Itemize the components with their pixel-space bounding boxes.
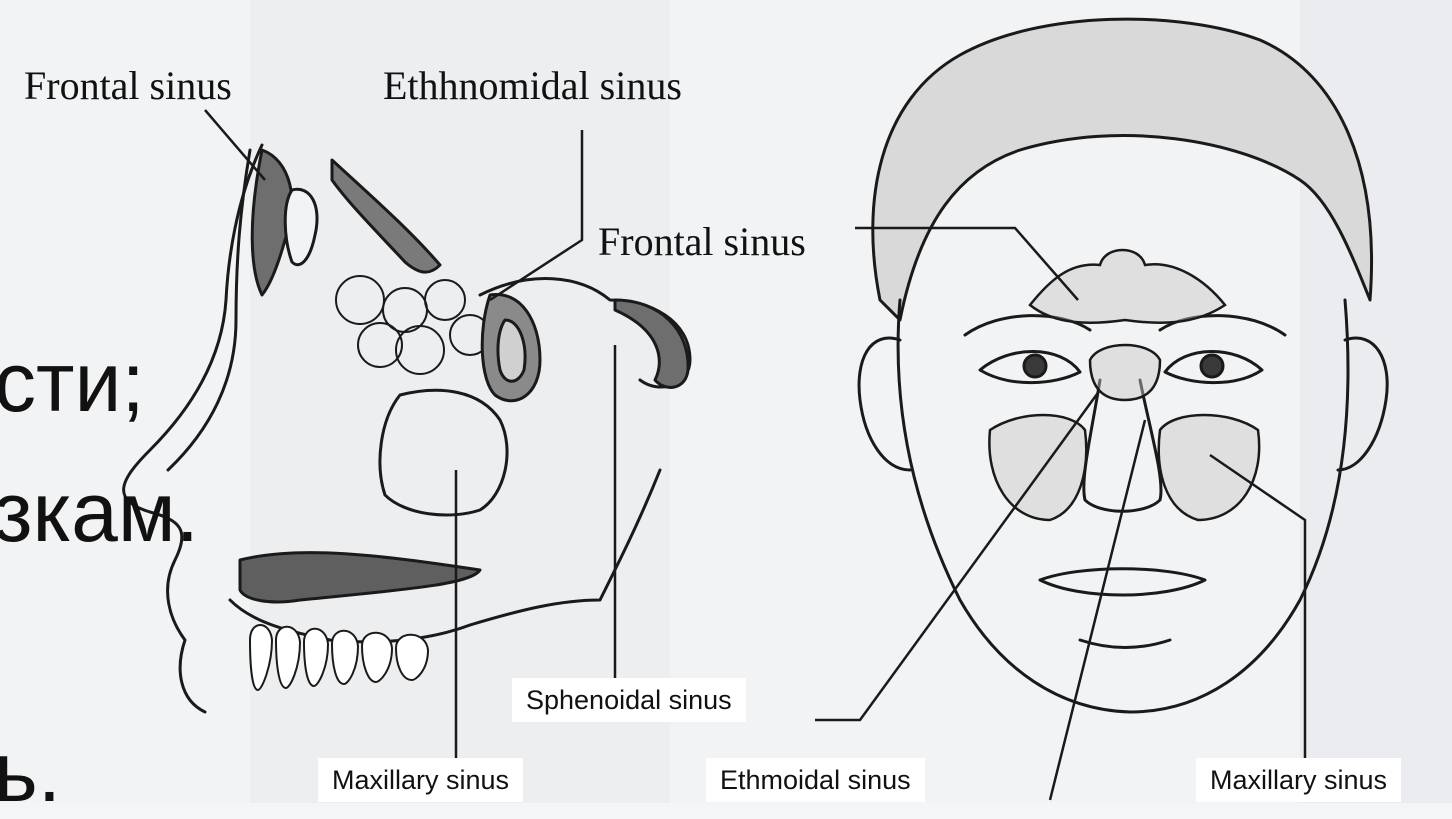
slide-text-line-3: ь. xyxy=(0,730,61,814)
label-maxillary-sinus-right: Maxillary sinus xyxy=(1196,758,1401,802)
left-pupil xyxy=(1024,355,1046,377)
label-ethmoidal-sinus-bottom: Ethmoidal sinus xyxy=(706,758,925,802)
slide-text-line-2: зкам. xyxy=(0,470,199,554)
ethmoid-sinus-shape xyxy=(1090,345,1160,400)
label-ethmoidal-sinus-top: Ethhnomidal sinus xyxy=(383,66,682,106)
label-frontal-sinus-right: Frontal sinus xyxy=(598,222,806,262)
right-pupil xyxy=(1201,355,1223,377)
label-maxillary-sinus-left: Maxillary sinus xyxy=(318,758,523,802)
label-sphenoidal-sinus: Sphenoidal sinus xyxy=(512,678,746,722)
label-frontal-sinus-left: Frontal sinus xyxy=(24,66,232,106)
slide-text-line-1: сти; xyxy=(0,340,145,424)
